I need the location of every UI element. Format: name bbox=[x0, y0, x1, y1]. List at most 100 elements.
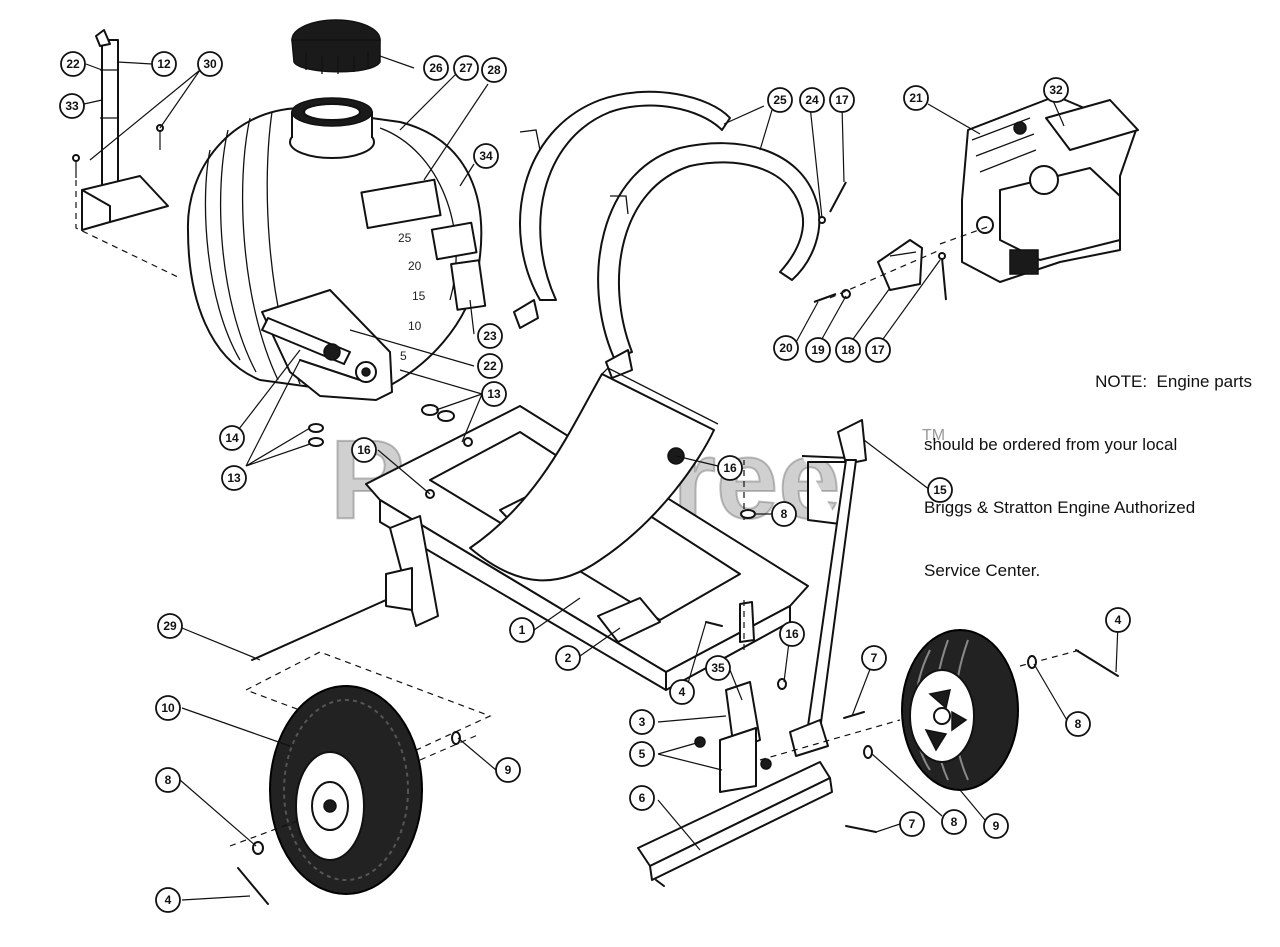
callout-8-left: 8 bbox=[155, 767, 181, 793]
callout-26: 26 bbox=[423, 55, 449, 81]
callout-14: 14 bbox=[219, 425, 245, 451]
svg-text:8: 8 bbox=[951, 815, 958, 829]
engine-hardware bbox=[813, 181, 947, 303]
callout-8-lower: 8 bbox=[941, 809, 967, 835]
svg-text:8: 8 bbox=[165, 773, 172, 787]
svg-text:17: 17 bbox=[871, 343, 885, 357]
watermark-trademark: TM bbox=[922, 427, 945, 444]
callout-5: 5 bbox=[629, 741, 655, 767]
svg-text:20: 20 bbox=[779, 341, 793, 355]
svg-text:19: 19 bbox=[811, 343, 825, 357]
svg-text:5: 5 bbox=[639, 747, 646, 761]
svg-text:14: 14 bbox=[225, 431, 239, 445]
callout-16-left: 16 bbox=[351, 437, 377, 463]
svg-text:35: 35 bbox=[711, 661, 725, 675]
note-line-3: Briggs & Stratton Engine Authorized bbox=[924, 498, 1196, 517]
callout-4-center: 4 bbox=[669, 679, 695, 705]
callout-9-left: 9 bbox=[495, 757, 521, 783]
wand-holder bbox=[72, 29, 181, 279]
tank-marking-20: 20 bbox=[408, 259, 422, 273]
note-line-4: Service Center. bbox=[924, 561, 1041, 580]
tank-marking-15: 15 bbox=[412, 289, 426, 303]
callout-17-bottom: 17 bbox=[865, 337, 891, 363]
callout-1: 1 bbox=[509, 617, 535, 643]
svg-text:2: 2 bbox=[565, 651, 572, 665]
callout-30: 30 bbox=[197, 51, 223, 77]
callout-21: 21 bbox=[903, 85, 929, 111]
callout-22-mid: 22 bbox=[477, 353, 503, 379]
left-wheel bbox=[229, 685, 481, 895]
svg-text:28: 28 bbox=[487, 63, 501, 77]
tank-marking-5: 5 bbox=[400, 349, 407, 363]
note-line-1: NOTE: Engine parts bbox=[1095, 372, 1252, 391]
hardware bbox=[237, 404, 1119, 905]
svg-text:8: 8 bbox=[781, 507, 788, 521]
handle bbox=[789, 419, 867, 757]
callout-29: 29 bbox=[157, 613, 183, 639]
callout-35: 35 bbox=[705, 655, 731, 681]
svg-text:33: 33 bbox=[65, 99, 79, 113]
svg-text:27: 27 bbox=[459, 61, 473, 75]
callout-27: 27 bbox=[453, 55, 479, 81]
svg-text:1: 1 bbox=[519, 623, 526, 637]
callout-24: 24 bbox=[799, 87, 825, 113]
tank-straps bbox=[513, 90, 821, 379]
callout-16-center: 16 bbox=[717, 455, 743, 481]
svg-text:15: 15 bbox=[933, 483, 947, 497]
svg-text:22: 22 bbox=[66, 57, 80, 71]
svg-text:13: 13 bbox=[227, 471, 241, 485]
callout-4-left: 4 bbox=[155, 887, 181, 913]
callout-32: 32 bbox=[1043, 77, 1069, 103]
tank: 25 20 15 10 5 bbox=[186, 97, 487, 401]
callout-15: 15 bbox=[927, 477, 953, 503]
callout-4-right: 4 bbox=[1105, 607, 1131, 633]
callout-8-frame: 8 bbox=[771, 501, 797, 527]
callout-7-lower: 7 bbox=[899, 811, 925, 837]
engine-parts-note: NOTE: Engine parts should be ordered fro… bbox=[924, 329, 1254, 602]
svg-text:16: 16 bbox=[785, 627, 799, 641]
svg-text:30: 30 bbox=[203, 57, 217, 71]
svg-text:7: 7 bbox=[871, 651, 878, 665]
saddle bbox=[469, 367, 719, 582]
callout-6: 6 bbox=[629, 785, 655, 811]
svg-text:25: 25 bbox=[773, 93, 787, 107]
svg-text:9: 9 bbox=[993, 819, 1000, 833]
svg-text:8: 8 bbox=[1075, 717, 1082, 731]
callout-16-right: 16 bbox=[779, 621, 805, 647]
svg-text:26: 26 bbox=[429, 61, 443, 75]
callout-8-right: 8 bbox=[1065, 711, 1091, 737]
svg-text:24: 24 bbox=[805, 93, 819, 107]
callout-9-right: 9 bbox=[983, 813, 1009, 839]
right-wheel bbox=[759, 629, 1081, 791]
engine bbox=[939, 95, 1139, 283]
svg-text:4: 4 bbox=[165, 893, 172, 907]
svg-text:7: 7 bbox=[909, 817, 916, 831]
callout-2: 2 bbox=[555, 645, 581, 671]
note-line-2: should be ordered from your local bbox=[924, 435, 1178, 454]
svg-text:6: 6 bbox=[639, 791, 646, 805]
svg-text:17: 17 bbox=[835, 93, 849, 107]
svg-text:23: 23 bbox=[483, 329, 497, 343]
svg-text:4: 4 bbox=[679, 685, 686, 699]
callout-34: 34 bbox=[473, 143, 499, 169]
svg-text:16: 16 bbox=[357, 443, 371, 457]
callout-12: 12 bbox=[151, 51, 177, 77]
svg-text:34: 34 bbox=[479, 149, 493, 163]
callout-23: 23 bbox=[477, 323, 503, 349]
svg-text:9: 9 bbox=[505, 763, 512, 777]
tank-marking-25: 25 bbox=[398, 231, 412, 245]
callout-13-left: 13 bbox=[221, 465, 247, 491]
svg-text:21: 21 bbox=[909, 91, 923, 105]
callout-18: 18 bbox=[835, 337, 861, 363]
tank-marking-10: 10 bbox=[408, 319, 422, 333]
svg-text:32: 32 bbox=[1049, 83, 1063, 97]
tank-cap bbox=[291, 19, 381, 74]
callout-19: 19 bbox=[805, 337, 831, 363]
callout-25: 25 bbox=[767, 87, 793, 113]
svg-text:13: 13 bbox=[487, 387, 501, 401]
callout-22-top: 22 bbox=[60, 51, 86, 77]
svg-text:4: 4 bbox=[1115, 613, 1122, 627]
svg-text:18: 18 bbox=[841, 343, 855, 357]
callout-28: 28 bbox=[481, 57, 507, 83]
